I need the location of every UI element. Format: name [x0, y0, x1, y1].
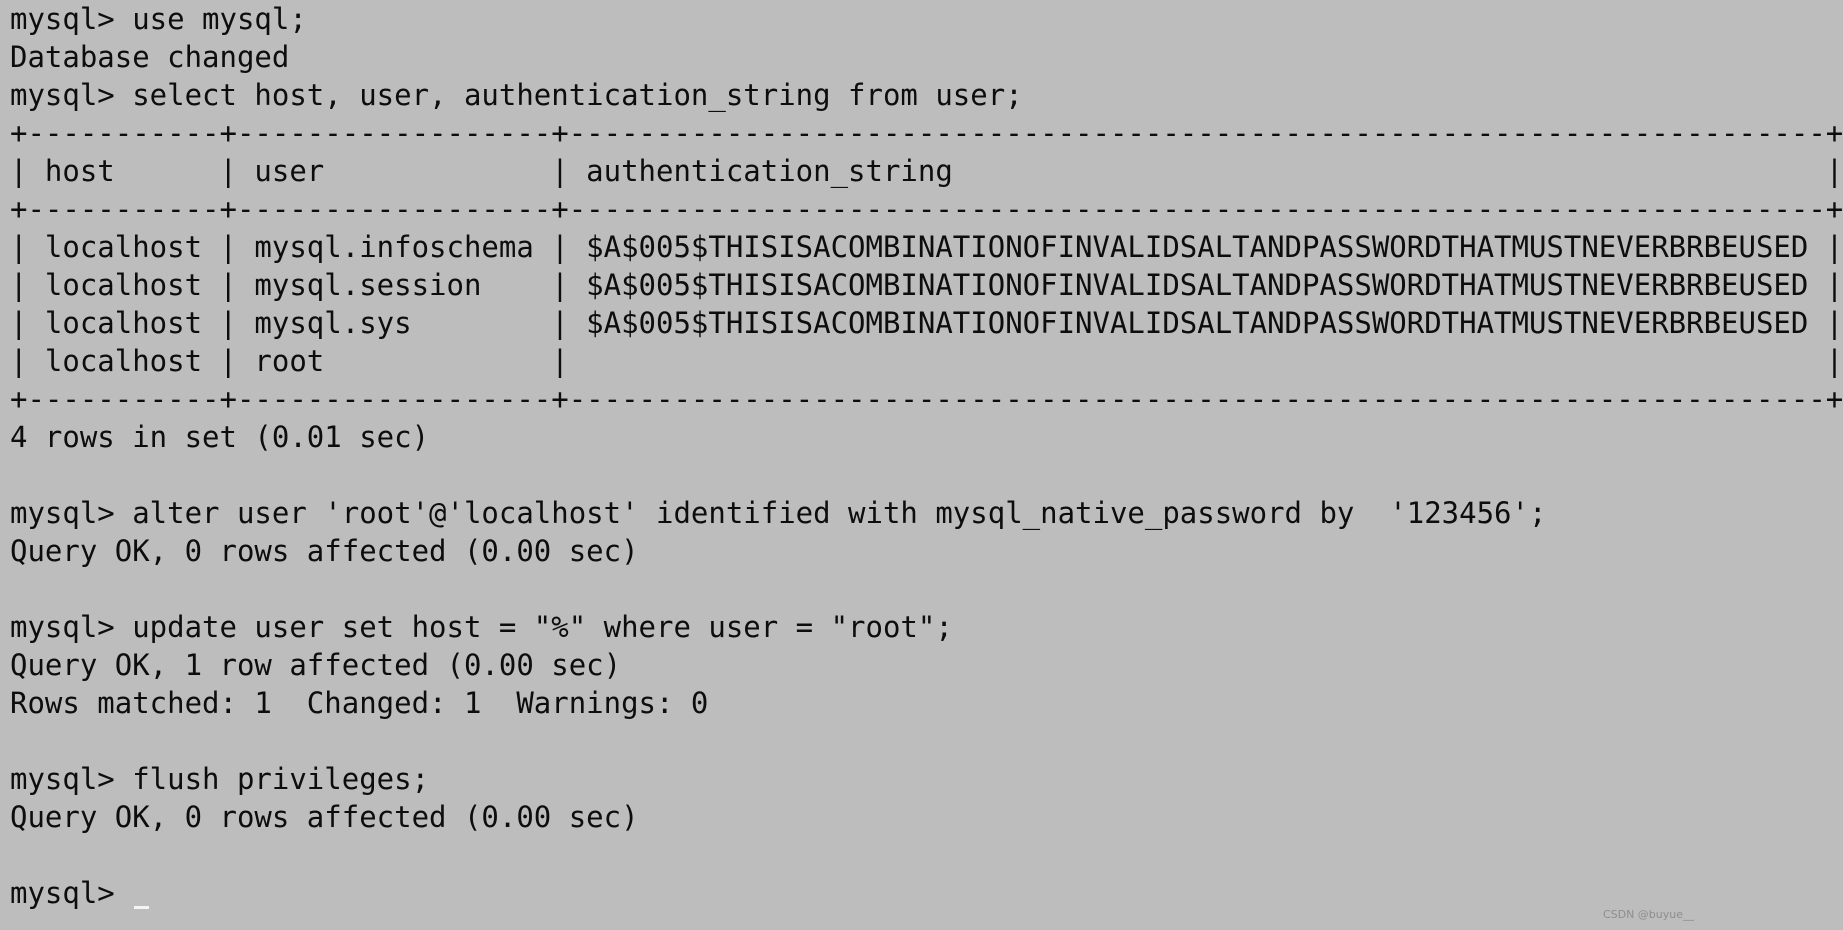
watermark: CSDN @buyue__: [1602, 908, 1694, 921]
terminal-line-03: mysql> select host, user, authentication…: [10, 78, 1023, 112]
terminal-blank-line: [10, 722, 1710, 760]
terminal-line-12: 4 rows in set (0.01 sec): [10, 420, 430, 454]
table-row: | localhost | mysql.session | $A$005$THI…: [10, 268, 1843, 302]
terminal-line-22: Query OK, 0 rows affected (0.00 sec): [10, 800, 639, 834]
terminal-line-02: Database changed: [10, 40, 290, 74]
terminal-line-15: Query OK, 0 rows affected (0.00 sec): [10, 534, 639, 568]
table-row: | localhost | mysql.sys | $A$005$THISISA…: [10, 306, 1843, 340]
terminal-line-21: mysql> flush privileges;: [10, 762, 430, 796]
table-border-bottom: +-----------+------------------+--------…: [10, 382, 1843, 416]
table-border-top: +-----------+------------------+--------…: [10, 116, 1843, 150]
terminal-line-19: Rows matched: 1 Changed: 1 Warnings: 0: [10, 686, 709, 720]
terminal-line-01: mysql> use mysql;: [10, 2, 307, 36]
prompt-label: mysql>: [10, 876, 133, 910]
terminal-line-18: Query OK, 1 row affected (0.00 sec): [10, 648, 622, 682]
terminal-input-line[interactable]: mysql>: [10, 874, 1710, 912]
terminal-blank-line: [10, 456, 1710, 494]
table-row: | localhost | root | |: [10, 344, 1843, 378]
table-header-row: | host | user | authentication_string |: [10, 154, 1843, 188]
terminal-blank-line: [10, 570, 1710, 608]
terminal-line-17: mysql> update user set host = "%" where …: [10, 610, 953, 644]
terminal-blank-line: [10, 836, 1710, 874]
terminal-line-14: mysql> alter user 'root'@'localhost' ide…: [10, 496, 1547, 530]
table-border-mid: +-----------+------------------+--------…: [10, 192, 1843, 226]
text-cursor: [134, 906, 150, 909]
table-row: | localhost | mysql.infoschema | $A$005$…: [10, 230, 1843, 264]
